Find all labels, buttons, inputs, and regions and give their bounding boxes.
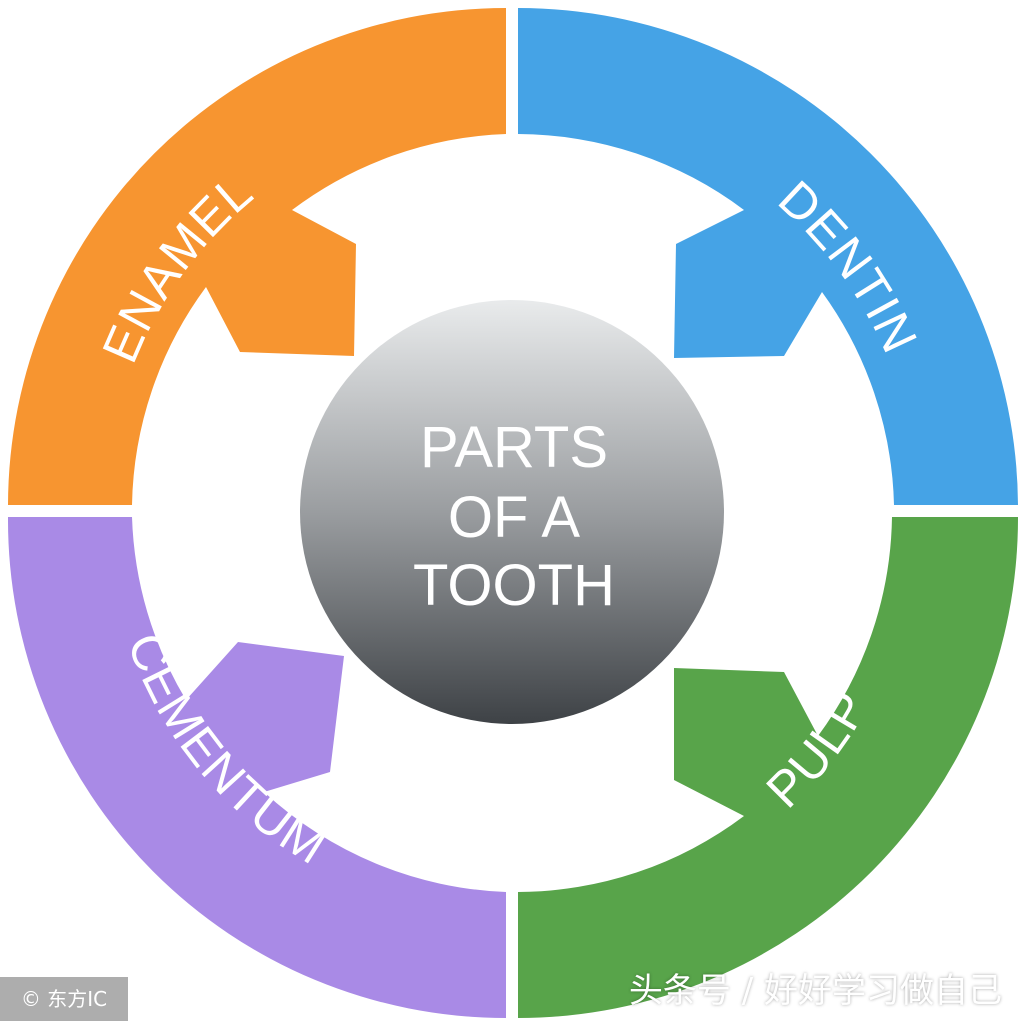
watermark-text: 头条号 / 好好学习做自己 — [628, 971, 1002, 1011]
center-title-line-3: TOOTH — [413, 553, 615, 618]
center-title-line-2: OF A — [448, 485, 580, 550]
center-circle — [300, 300, 724, 724]
segment-cementum-shape — [7, 517, 506, 1018]
segment-pulp — [518, 517, 1019, 1018]
segment-dentin — [518, 8, 1018, 505]
segment-pulp-shape — [518, 517, 1019, 1018]
segment-enamel-shape — [8, 8, 506, 505]
segment-cementum — [7, 517, 506, 1018]
segment-dentin-shape — [518, 8, 1018, 505]
segment-enamel — [8, 8, 506, 505]
photo-credit: © 东方IC — [0, 977, 128, 1021]
center-title-line-1: PARTS — [420, 415, 608, 480]
